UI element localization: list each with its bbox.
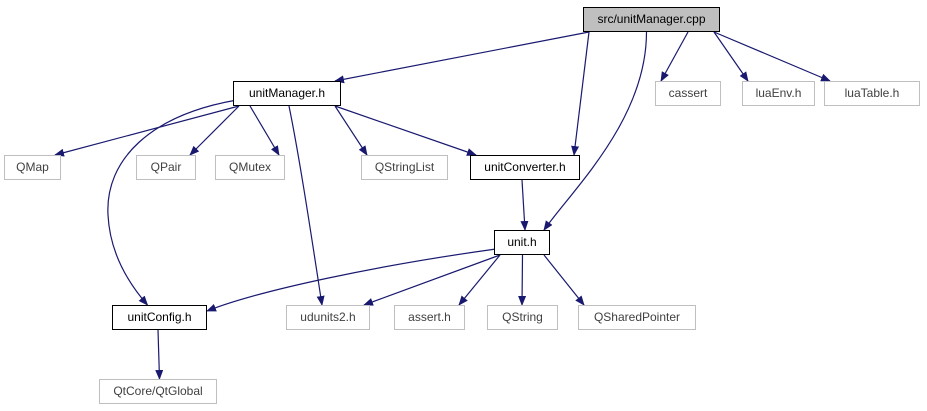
- edge-unitmanager-h-to-unitconfig-h: [107, 99, 238, 306]
- node-qsharedpointer: QSharedPointer: [578, 305, 696, 330]
- node-udunits2-h: udunits2.h: [286, 305, 370, 330]
- edge-unit-h-to-qsharedpointer: [543, 254, 585, 306]
- edge-unit-h-to-assert-h: [458, 254, 501, 306]
- edge-unitmanager-h-to-udunits2-h: [288, 105, 325, 306]
- node-unit-h[interactable]: unit.h: [494, 230, 550, 255]
- edge-unitmanager-h-to-unitconverter-h: [334, 105, 477, 156]
- node-qpair: QPair: [136, 155, 196, 180]
- edge-root-to-unitconverter-h: [571, 31, 590, 156]
- edge-unit-h-to-udunits2-h: [363, 254, 501, 306]
- node-cassert: cassert: [655, 81, 721, 106]
- edge-unitmanager-h-to-qstringlist: [334, 105, 368, 156]
- node-assert-h: assert.h: [394, 305, 465, 330]
- node-qmap: QMap: [4, 155, 61, 180]
- node-qstringlist: QStringList: [361, 155, 448, 180]
- edge-root-to-unit-h: [543, 31, 648, 231]
- node-src-unitmanager-cpp: src/unitManager.cpp: [583, 7, 720, 32]
- edge-unitmanager-h-to-qmutex: [249, 105, 280, 156]
- edge-unitmanager-h-to-qmap: [54, 105, 240, 157]
- node-luatable-h: luaTable.h: [824, 81, 920, 106]
- node-unitconverter-h[interactable]: unitConverter.h: [470, 155, 580, 180]
- node-qtcore-qtglobal: QtCore/QtGlobal: [99, 379, 217, 404]
- node-qstring: QString: [487, 305, 558, 330]
- edge-root-to-luaenv-h: [713, 31, 749, 82]
- edge-root-to-cassert: [660, 31, 689, 82]
- edge-root-to-unitmanager-h: [334, 31, 590, 84]
- node-unitconfig-h[interactable]: unitConfig.h: [112, 305, 207, 330]
- node-qmutex: QMutex: [215, 155, 285, 180]
- edge-unitconfig-h-to-qtglobal: [155, 329, 164, 380]
- edge-unitconverter-h-to-unit-h: [520, 179, 529, 231]
- node-luaenv-h: luaEnv.h: [742, 81, 815, 106]
- edge-unit-h-to-qstring: [518, 254, 527, 306]
- edge-root-to-luatable-h: [713, 31, 831, 82]
- edge-unit-h-to-unitconfig-h: [206, 248, 497, 312]
- edge-unitmanager-h-to-qpair: [189, 105, 240, 156]
- node-unitmanager-h[interactable]: unitManager.h: [233, 81, 341, 106]
